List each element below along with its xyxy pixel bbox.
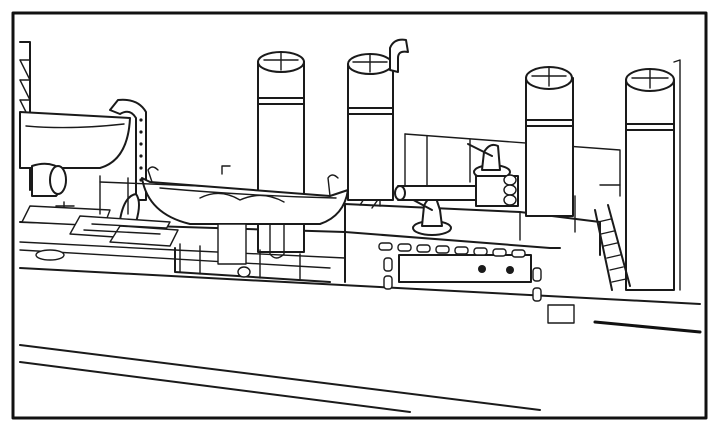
portholes [379, 243, 541, 301]
funnel-2 [348, 40, 408, 200]
funnel-3 [526, 67, 573, 216]
ventilator [32, 164, 66, 196]
deck-gun-aft [468, 144, 510, 179]
railing [100, 176, 300, 280]
deck-boards [22, 206, 178, 246]
funnel-4 [626, 60, 680, 290]
deck-hull-side [20, 222, 574, 323]
stacked-cylinders [395, 175, 518, 206]
deck-gun-forward [406, 196, 451, 235]
lifeboat-center [142, 166, 348, 264]
ladder [595, 205, 630, 290]
lifeboat-left [20, 100, 146, 200]
drawing-border [13, 13, 706, 418]
deck-fittings [36, 194, 250, 277]
hull-lines [20, 250, 700, 412]
